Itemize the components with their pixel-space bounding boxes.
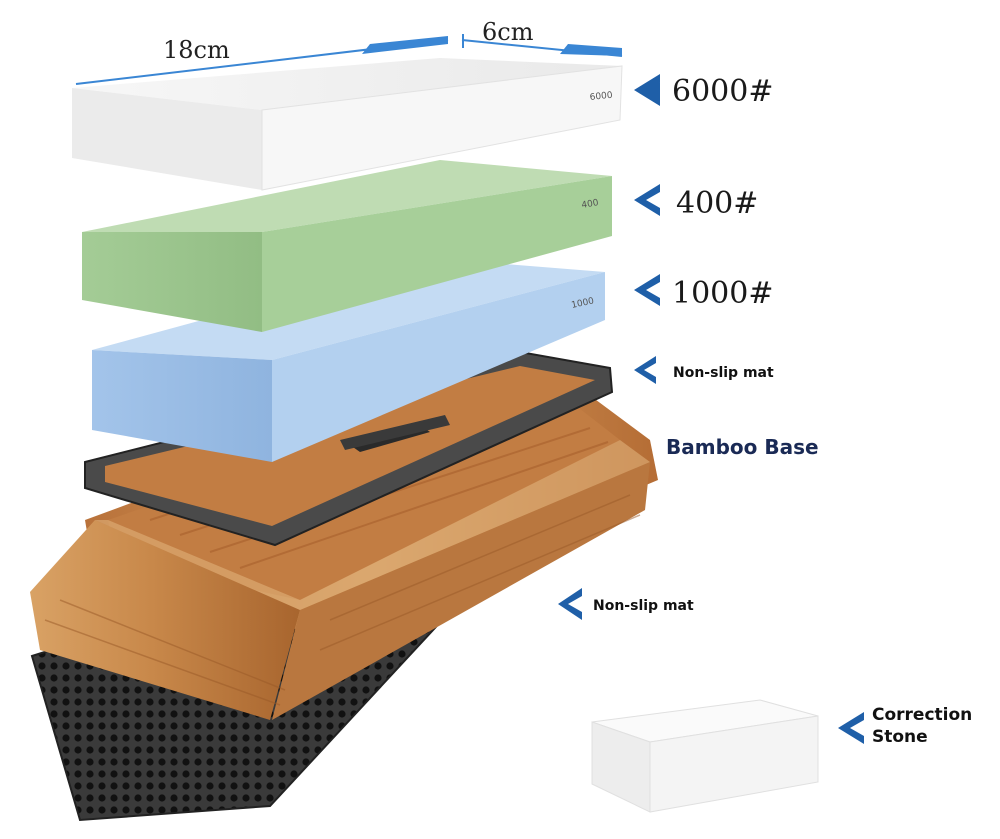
- callout-correction-line2: Stone: [872, 727, 928, 747]
- arrow-icon-400: [634, 184, 660, 216]
- stone-6000: 6000: [72, 58, 623, 191]
- arrow-icon-6000: [634, 74, 660, 106]
- arrow-icon-mat: [558, 588, 582, 620]
- correction-stone: [591, 699, 819, 813]
- dimension-length: 18cm: [75, 36, 449, 85]
- callout-bottom-mat: Non-slip mat: [593, 598, 694, 614]
- callout-correction-line1: Correction: [872, 705, 972, 725]
- stone-400-face-label: 400: [581, 198, 600, 211]
- rubber-frame: [84, 350, 614, 547]
- width-label: 6cm: [482, 18, 534, 46]
- callout-1000: 1000#: [672, 276, 773, 311]
- callout-400: 400#: [676, 186, 758, 221]
- callout-6000: 6000#: [672, 74, 773, 109]
- length-label: 18cm: [163, 36, 230, 64]
- callout-bamboo-base: Bamboo Base: [666, 435, 819, 459]
- stone-6000-face-label: 6000: [589, 91, 613, 103]
- dimension-width: 6cm: [461, 18, 623, 57]
- stone-1000-face-label: 1000: [571, 296, 596, 311]
- stone-1000: 1000: [92, 258, 605, 462]
- stone-400: 400: [82, 160, 612, 332]
- arrow-icon-correction: [838, 712, 864, 744]
- callout-frame-mat: Non-slip mat: [673, 365, 774, 381]
- arrow-icon-1000: [634, 274, 660, 306]
- arrow-icon-frame: [634, 356, 656, 384]
